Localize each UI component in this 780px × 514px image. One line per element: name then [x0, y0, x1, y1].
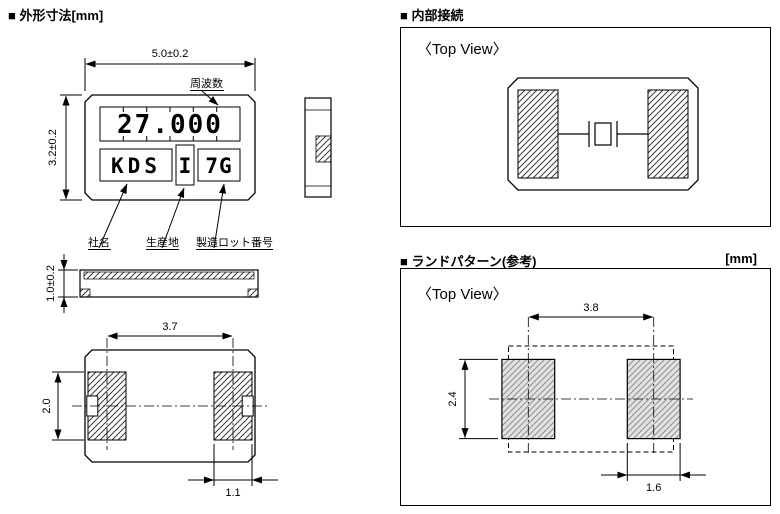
- marking-lot-box: [197, 148, 241, 182]
- dim-land-height: [459, 358, 498, 440]
- package-top-view: [84, 94, 256, 201]
- outline-drawing: 27.000 KDS I 7G 5.0±0.2 3.2±0.2 周波数 社名: [41, 48, 332, 499]
- dim-body-thickness-text: 1.0±0.2: [45, 265, 57, 302]
- dim-body-width: [84, 58, 256, 91]
- bottom-view-center-lines: [72, 338, 268, 450]
- profile-lid: [83, 271, 255, 280]
- crystal-symbol: [558, 121, 648, 147]
- internal-connection-drawing: [507, 77, 699, 191]
- dim-body-thickness: [58, 254, 78, 313]
- dim-land-pad-width-text: 1.6: [646, 482, 661, 494]
- land-top-view-label: 〈Top View〉: [417, 286, 508, 303]
- dim-pad-width-text: 1.1: [225, 487, 240, 499]
- callout-lot-label: 製造ロット番号: [196, 235, 273, 249]
- dim-body-width-text: 5.0±0.2: [152, 48, 189, 60]
- callout-frequency: 周波数: [190, 77, 224, 106]
- callout-frequency-label: 周波数: [190, 77, 223, 90]
- marking-lot: 7G: [205, 154, 232, 178]
- section-title-internal: ■ 内部接続: [400, 8, 464, 23]
- dim-pad-pitch-text: 3.7: [162, 321, 177, 333]
- callout-company: 社名: [88, 183, 128, 250]
- package-outline: [84, 94, 256, 201]
- package-profile-view: [79, 269, 259, 298]
- callout-company-label: 社名: [88, 235, 110, 249]
- dim-land-pad-width: [601, 443, 706, 481]
- internal-connection-box: 〈Top View〉: [400, 27, 771, 227]
- section-title-land: ■ ランドパターン(参考): [400, 254, 537, 269]
- marking-origin-box: [175, 144, 195, 186]
- marking-frequency: 27.000: [117, 110, 223, 140]
- dim-land-height-text: 2.4: [447, 391, 459, 406]
- internal-top-view-label: 〈Top View〉: [417, 41, 508, 58]
- marking-company-box: [99, 148, 173, 182]
- land-unit-label: [mm]: [725, 251, 757, 266]
- internal-pad-right: [647, 89, 689, 179]
- profile-pad-left: [79, 288, 91, 298]
- land-pattern-header: ■ ランドパターン(参考) [mm]: [400, 251, 757, 270]
- side-view-electrode: [315, 135, 332, 163]
- dim-pad-height-text: 2.0: [41, 398, 53, 413]
- marking-company: KDS: [111, 154, 161, 178]
- callout-lot: 製造ロット番号: [196, 183, 273, 250]
- callout-origin-label: 生産地: [146, 235, 179, 249]
- package-side-view: [304, 97, 332, 198]
- internal-pad-left: [517, 89, 559, 179]
- marking-origin: I: [179, 154, 192, 178]
- land-pattern-box: 〈Top View〉 3.8: [400, 268, 771, 506]
- land-pattern-drawing: 3.8 2.4 1.6: [447, 302, 706, 494]
- callout-origin: 生産地: [146, 187, 185, 250]
- section-title-outline: ■ 外形寸法[mm]: [8, 8, 104, 23]
- land-center-lines: [489, 317, 693, 455]
- dim-body-height-text: 3.2±0.2: [47, 129, 59, 166]
- profile-pad-right: [247, 288, 259, 298]
- dim-body-height: [60, 94, 82, 201]
- dim-pad-width: [188, 444, 278, 486]
- marking-frequency-ticks: [122, 107, 218, 141]
- dim-pad-height: [52, 371, 84, 441]
- dim-land-pitch-text: 3.8: [583, 302, 598, 314]
